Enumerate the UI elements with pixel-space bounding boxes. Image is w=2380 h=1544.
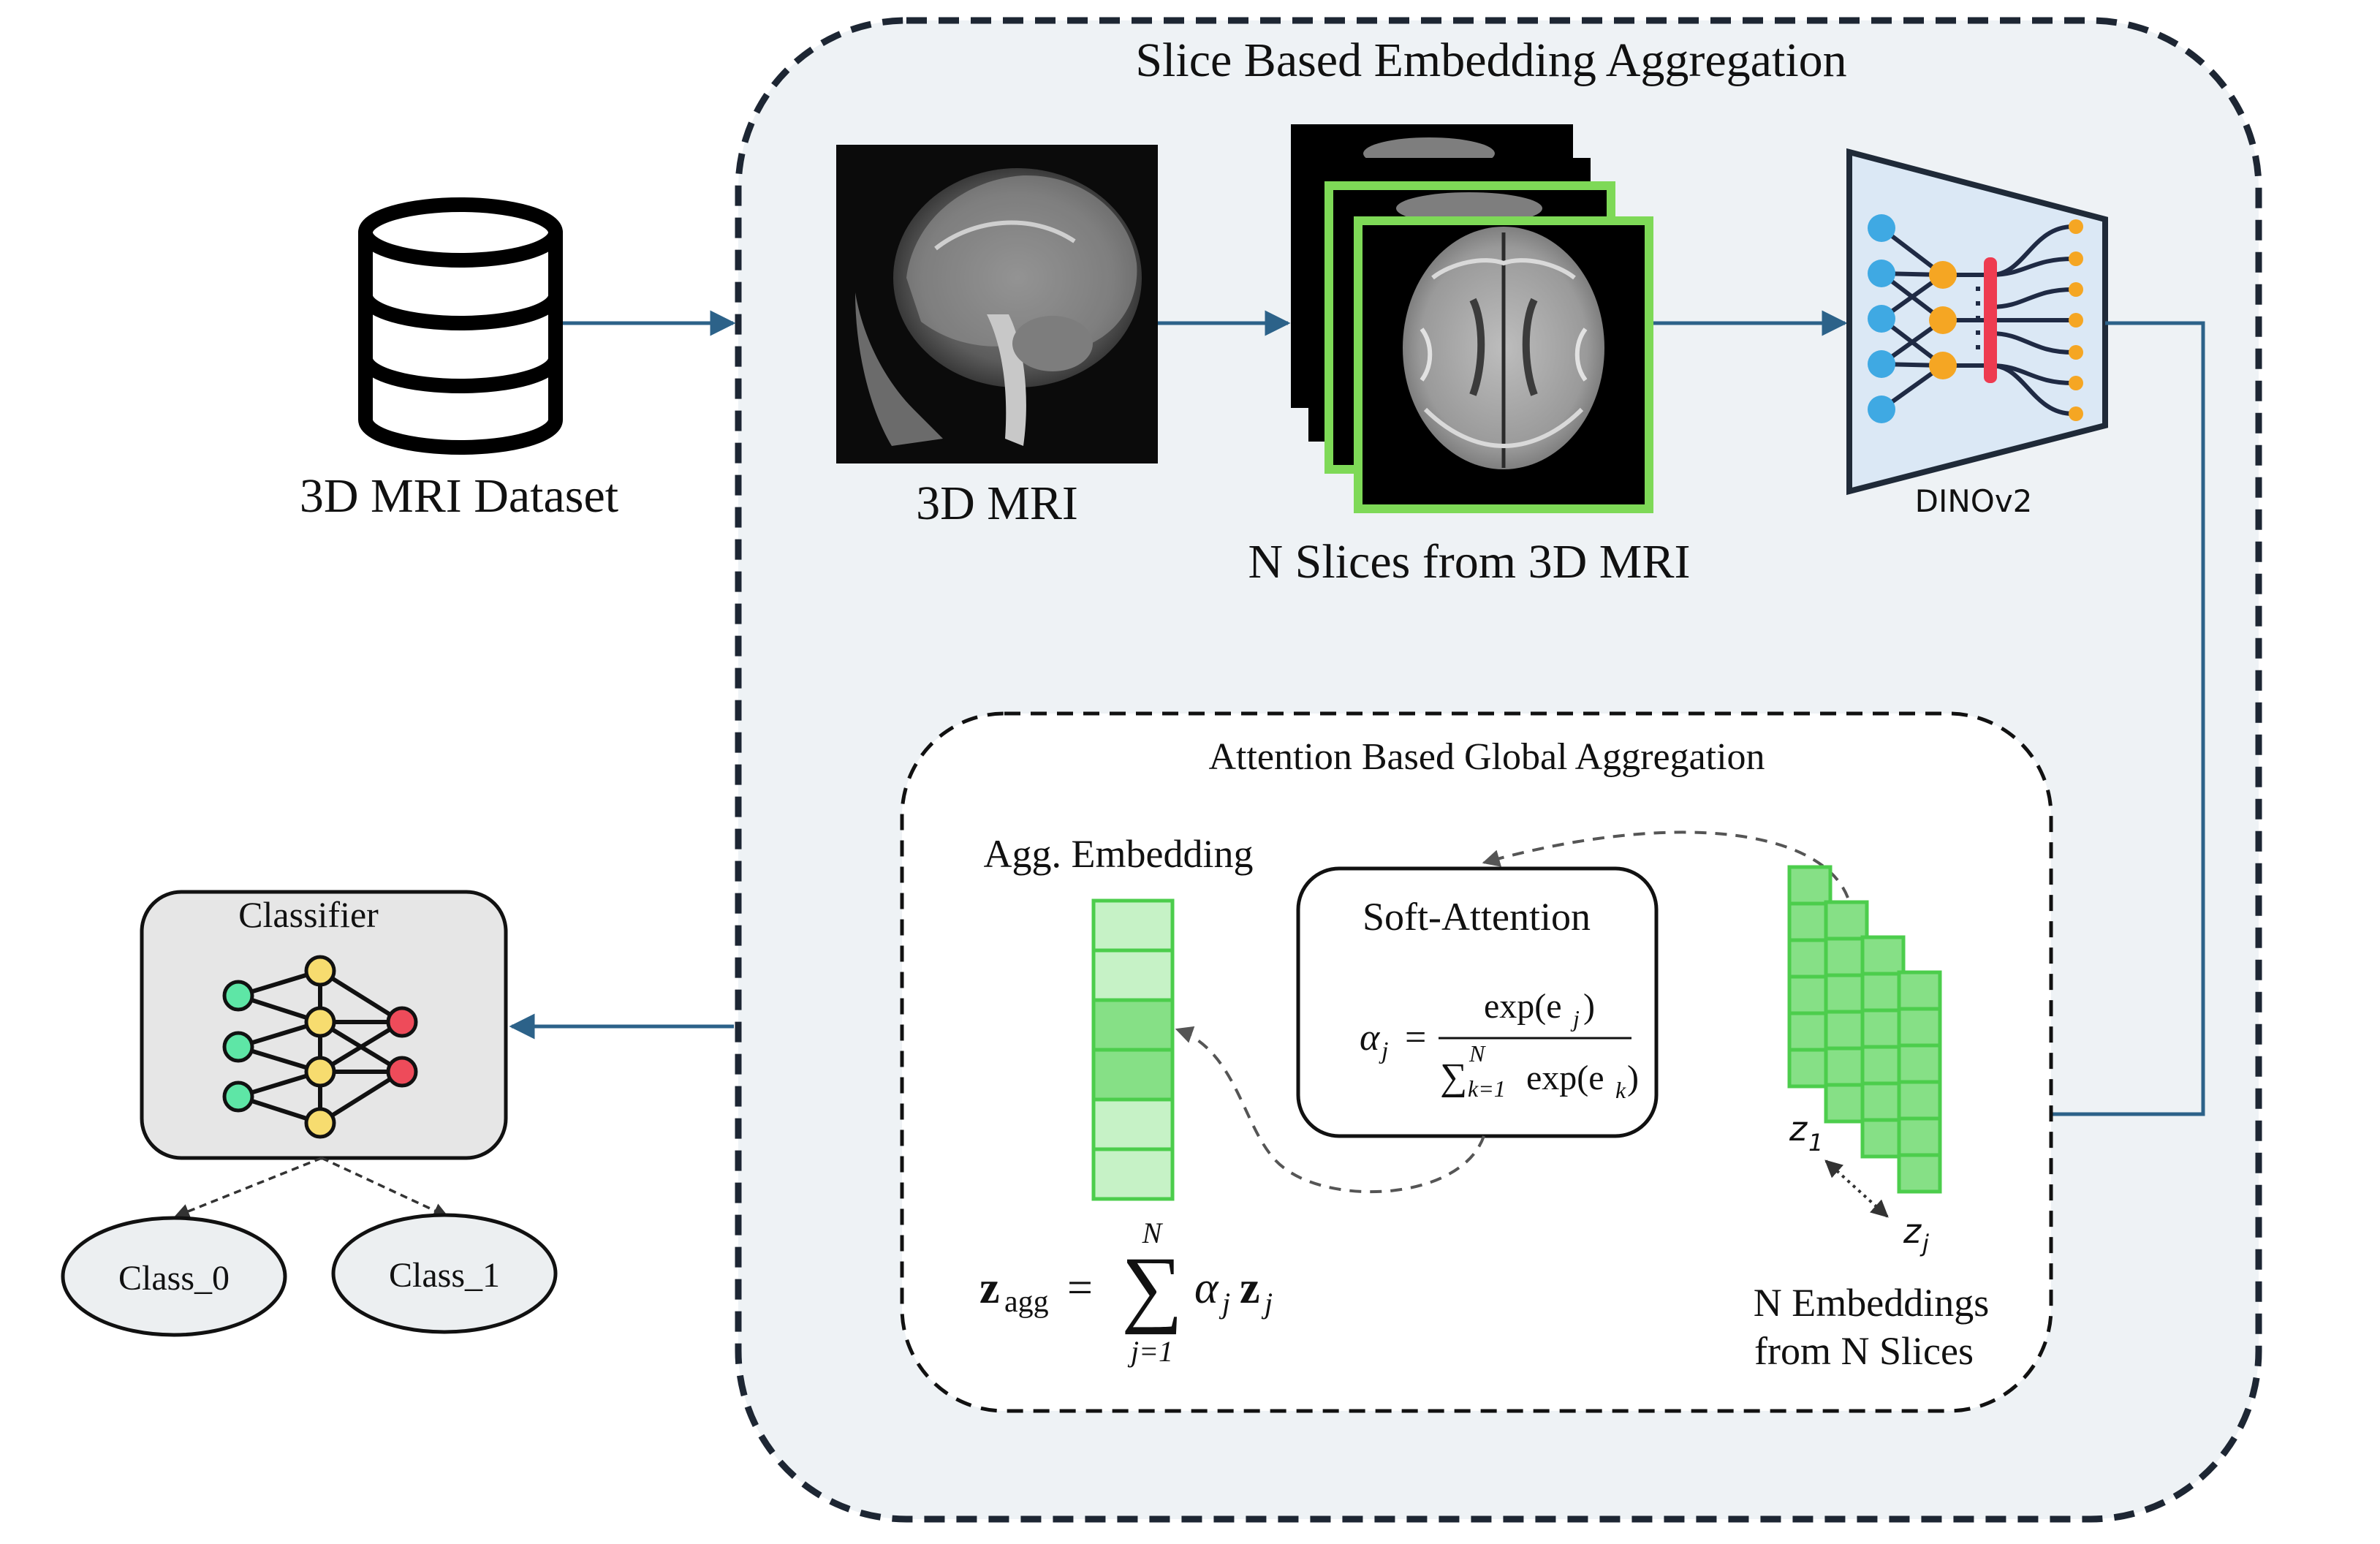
agg-formula: z agg = N ∑ j=1 α j z j bbox=[979, 1216, 1273, 1368]
agg-formula-alpha-sub: j bbox=[1219, 1287, 1230, 1320]
agg-embedding-cell bbox=[1091, 948, 1175, 1002]
svg-text:j: j bbox=[1919, 1230, 1929, 1257]
z1-label: z 1 bbox=[1789, 1109, 1823, 1157]
soft-attention-title: Soft-Attention bbox=[1363, 895, 1591, 939]
neural-network-icon bbox=[222, 955, 418, 1139]
mri-label: 3D MRI bbox=[916, 477, 1078, 530]
agg-embedding-cell bbox=[1091, 1147, 1175, 1201]
sa-den-body: exp(e bbox=[1526, 1059, 1604, 1097]
embeddings-label-line1: N Embeddings bbox=[1754, 1281, 1989, 1325]
svg-text:1: 1 bbox=[1808, 1129, 1823, 1157]
agg-formula-lhs-sub: agg bbox=[1004, 1285, 1049, 1319]
dashed-arrow-embeddings-to-attention bbox=[1482, 830, 1849, 898]
sa-den-sum: ∑ bbox=[1440, 1056, 1467, 1098]
class1-label: Class_1 bbox=[389, 1256, 500, 1295]
sa-den-body-sub: k bbox=[1615, 1077, 1626, 1103]
sa-lhs-sub: j bbox=[1379, 1037, 1388, 1064]
agg-formula-lhs: z bbox=[979, 1263, 1000, 1313]
agg-embedding-cell bbox=[1091, 898, 1175, 953]
svg-text:z: z bbox=[1903, 1211, 1922, 1251]
sa-den-close: ) bbox=[1627, 1059, 1639, 1097]
agg-embedding-cell bbox=[1091, 998, 1175, 1052]
agg-embedding-label: Agg. Embedding bbox=[984, 832, 1254, 876]
class0-label: Class_0 bbox=[118, 1259, 230, 1298]
encoder-network-icon bbox=[1846, 148, 2108, 496]
agg-embedding-cell bbox=[1091, 1097, 1175, 1151]
sa-numerator-sub: j bbox=[1570, 1005, 1580, 1032]
slice-stack bbox=[1291, 124, 1653, 513]
sa-den-sum-sup: N bbox=[1468, 1040, 1486, 1067]
mri-sagittal-image bbox=[836, 145, 1158, 463]
inner-panel-title: Attention Based Global Aggregation bbox=[1208, 736, 1765, 778]
soft-attention-box bbox=[1296, 866, 1659, 1138]
embedding-column-2 bbox=[1824, 900, 1869, 1124]
arrow-classifier-to-class0 bbox=[174, 1157, 322, 1219]
class0-node bbox=[61, 1216, 287, 1337]
agg-embedding-cell bbox=[1091, 1048, 1175, 1102]
sa-den-sum-sub: k=1 bbox=[1468, 1075, 1506, 1102]
database-icon bbox=[358, 197, 563, 455]
zj-label: z j bbox=[1903, 1211, 1929, 1257]
arrow-classifier-to-class1 bbox=[321, 1157, 449, 1218]
dataset-label: 3D MRI Dataset bbox=[300, 469, 618, 523]
sa-numerator: exp(e bbox=[1484, 987, 1562, 1026]
dinov2-label: DINOv2 bbox=[1915, 483, 2033, 519]
agg-formula-sum-sub: j=1 bbox=[1127, 1335, 1173, 1368]
embedding-column-4 bbox=[1897, 970, 1942, 1194]
agg-formula-sum: ∑ bbox=[1121, 1239, 1183, 1335]
soft-attention-formula: α j = exp(e j ) ∑ N k=1 exp(e k ) bbox=[1360, 987, 1639, 1103]
agg-embedding-vector bbox=[1091, 898, 1175, 1201]
sa-eq: = bbox=[1405, 1017, 1426, 1059]
arrow-dinov2-to-embeddings bbox=[1933, 321, 2205, 1127]
slices-label: N Slices from 3D MRI bbox=[1248, 535, 1691, 589]
agg-formula-sum-sup: N bbox=[1142, 1216, 1164, 1249]
agg-formula-z: z bbox=[1240, 1263, 1260, 1313]
sa-lhs: α bbox=[1360, 1017, 1381, 1059]
class1-node bbox=[331, 1213, 558, 1334]
agg-formula-alpha: α bbox=[1194, 1263, 1219, 1313]
embeddings-label-line2: from N Slices bbox=[1754, 1329, 1974, 1373]
svg-text:z: z bbox=[1789, 1109, 1808, 1148]
classifier-label: Classifier bbox=[238, 894, 379, 935]
agg-formula-z-sub: j bbox=[1261, 1287, 1273, 1320]
outer-panel-title: Slice Based Embedding Aggregation bbox=[1135, 34, 1846, 87]
agg-formula-eq: = bbox=[1067, 1263, 1093, 1313]
embedding-stack bbox=[1787, 865, 1942, 1194]
embedding-column-1 bbox=[1787, 865, 1833, 1089]
sa-numerator-close: ) bbox=[1583, 987, 1595, 1026]
